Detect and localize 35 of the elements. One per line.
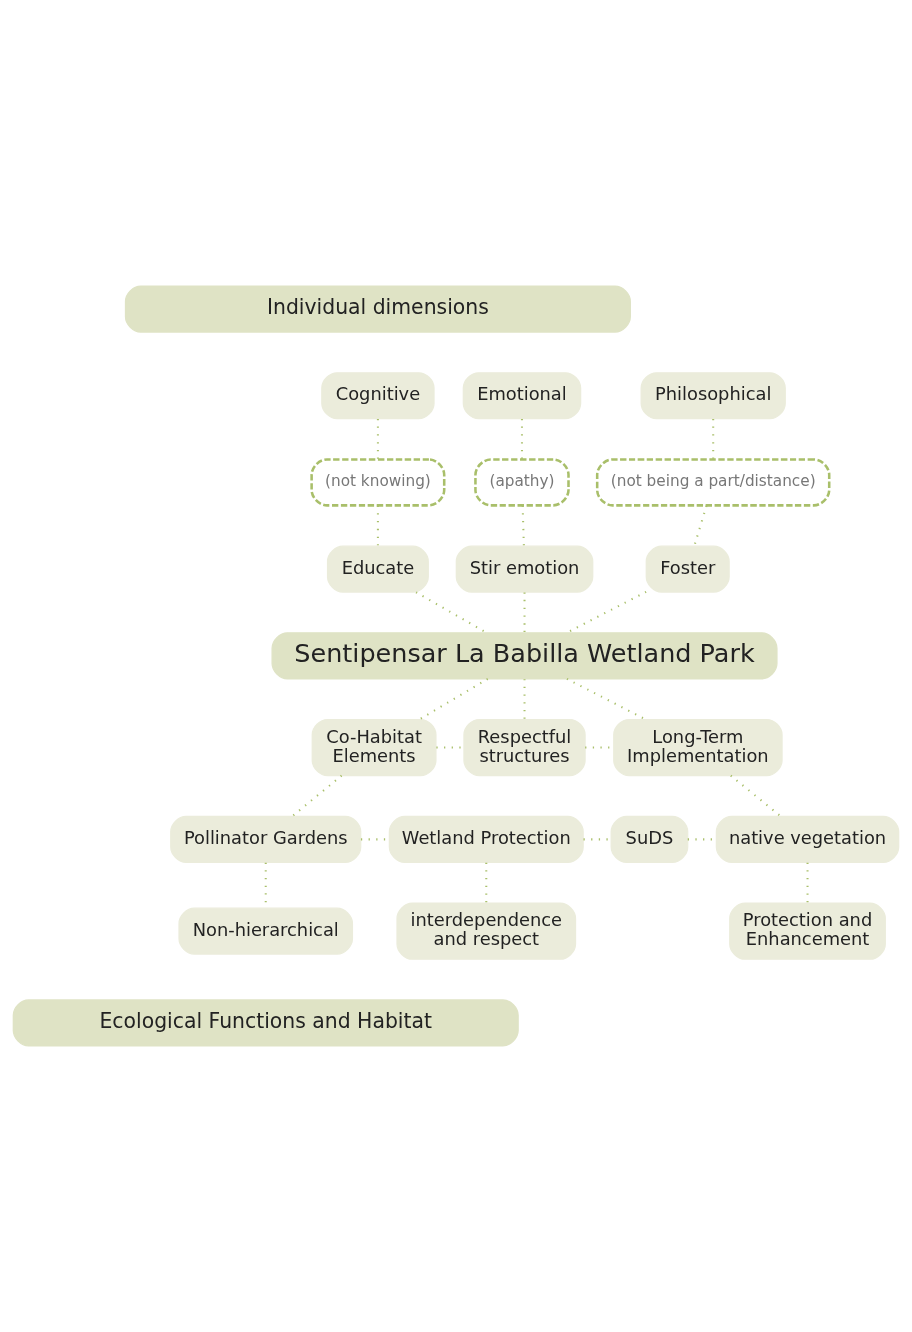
connector <box>436 746 464 749</box>
node-box: Co-Habitat Elements <box>311 718 437 777</box>
node-box: native vegetation <box>715 815 900 863</box>
node-box: Cognitive <box>321 372 435 420</box>
node-box: Ecological Functions and Habitat <box>12 999 519 1047</box>
node-box: Pollinator Gardens <box>170 815 362 863</box>
connector <box>523 679 526 720</box>
node-box: (not knowing) <box>310 458 446 507</box>
node-box: (apathy) <box>474 458 570 507</box>
connector <box>376 505 379 546</box>
node-box: Respectful structures <box>463 718 586 777</box>
connector <box>520 419 523 459</box>
node-box: (not being a part/distance) <box>595 458 831 507</box>
connector <box>291 774 343 817</box>
node-box: Protection and Enhancement <box>729 902 886 960</box>
node-box: Foster <box>645 545 730 593</box>
connector <box>376 419 379 459</box>
connector <box>693 505 708 546</box>
node-box: interdependence and respect <box>396 902 577 960</box>
node-box: SuDS <box>610 815 689 863</box>
connector <box>523 592 526 633</box>
connector <box>521 505 525 546</box>
connector <box>583 838 611 841</box>
node-box: Sentipensar La Babilla Wetland Park <box>271 632 778 680</box>
node-box: Non-hierarchical <box>178 907 354 955</box>
node-box: Wetland Protection <box>388 815 584 863</box>
node-box: Philosophical <box>640 372 786 420</box>
node-box: Stir emotion <box>455 545 594 593</box>
connector <box>712 419 715 459</box>
connector <box>419 678 489 721</box>
node-box: Long-Term Implementation <box>613 718 783 777</box>
node-box: Educate <box>326 545 429 593</box>
connector <box>730 774 782 817</box>
node-box: Individual dimensions <box>124 285 631 333</box>
node-box: Emotional <box>462 372 582 420</box>
